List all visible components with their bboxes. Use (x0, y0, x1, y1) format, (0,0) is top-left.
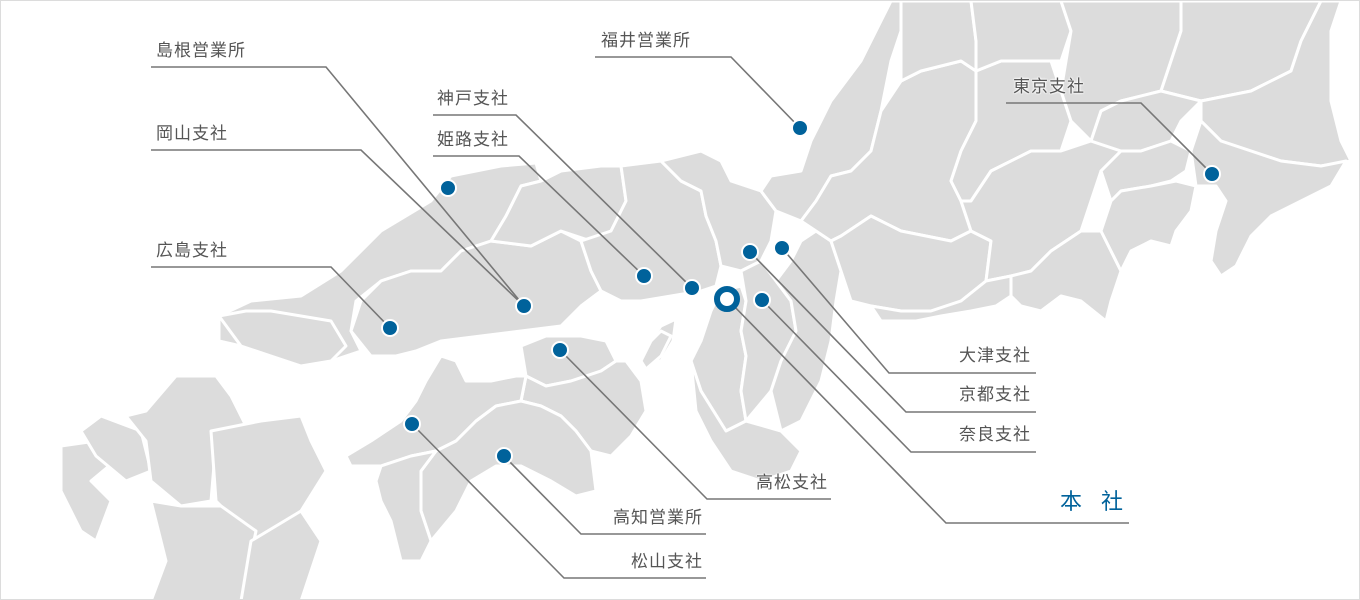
kyushu-land (239, 509, 323, 599)
leader-line-kobe (433, 114, 693, 289)
label-kyoto[interactable]: 京都支社 (959, 385, 1031, 405)
marker-nara[interactable] (753, 291, 771, 309)
leader-line-matsuyama (411, 423, 706, 579)
shodoshima-island (639, 329, 673, 371)
marker-takamatsu[interactable] (551, 341, 569, 359)
label-hiroshima[interactable]: 広島支社 (156, 241, 228, 261)
label-takamatsu[interactable]: 高松支社 (756, 473, 828, 493)
marker-shimane[interactable] (439, 179, 457, 197)
marker-kobe[interactable] (683, 279, 701, 297)
kanto-land (1099, 179, 1198, 273)
marker-honsha[interactable] (714, 286, 740, 312)
leader-line-takamatsu (559, 349, 831, 500)
kansai-land (769, 229, 843, 433)
leader-line-nara (761, 299, 1036, 453)
leader-line-okayama (151, 149, 525, 307)
marker-himeji[interactable] (635, 267, 653, 285)
leader-line-himeji (433, 155, 645, 277)
label-nara[interactable]: 奈良支社 (959, 425, 1031, 445)
marker-otsu[interactable] (773, 239, 791, 257)
marker-matsuyama[interactable] (403, 415, 421, 433)
label-kobe[interactable]: 神戸支社 (437, 89, 509, 109)
marker-kochi[interactable] (495, 447, 513, 465)
land-shapes (59, 1, 1353, 599)
leader-line-honsha (726, 298, 1129, 524)
kansai-land (689, 359, 803, 483)
leader-line-kyoto (749, 251, 1036, 413)
kanto-land (1189, 119, 1348, 278)
marker-hiroshima[interactable] (381, 319, 399, 337)
leader-line-fukui (595, 56, 801, 129)
marker-kyoto[interactable] (741, 243, 759, 261)
label-honsha[interactable]: 本 社 (1060, 490, 1129, 515)
label-otsu[interactable]: 大津支社 (959, 346, 1031, 366)
leader-line-tokyo (1006, 102, 1213, 175)
chubu-land (1009, 229, 1123, 323)
label-tokyo[interactable]: 東京支社 (1013, 77, 1085, 97)
leader-line-kochi (503, 455, 706, 535)
label-okayama[interactable]: 岡山支社 (156, 124, 228, 144)
leader-line-hiroshima (151, 266, 391, 329)
marker-okayama[interactable] (515, 297, 533, 315)
yamaguchi-land (217, 309, 348, 368)
chubu-land (869, 274, 1013, 323)
label-fukui[interactable]: 福井営業所 (601, 31, 691, 51)
marker-fukui[interactable] (791, 119, 809, 137)
label-matsuyama[interactable]: 松山支社 (631, 552, 703, 572)
shikoku-land (374, 449, 438, 563)
label-kochi[interactable]: 高知営業所 (613, 508, 703, 528)
leader-line-shimane (151, 66, 525, 307)
marker-tokyo[interactable] (1203, 165, 1221, 183)
label-himeji[interactable]: 姫路支社 (437, 130, 509, 150)
label-shimane[interactable]: 島根営業所 (156, 41, 246, 61)
leader-line-otsu (781, 247, 1036, 374)
